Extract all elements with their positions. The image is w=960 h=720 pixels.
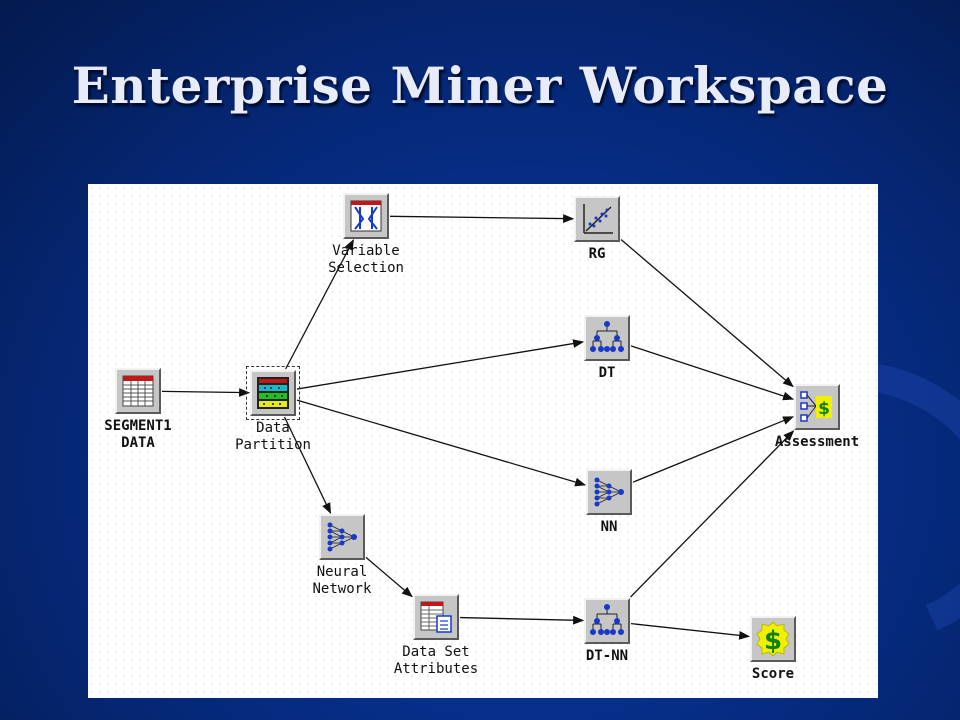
connection-dt-nn-to-assessment[interactable]: [630, 430, 795, 598]
node-dt-nn[interactable]: DT-NN: [584, 598, 630, 664]
score-icon: $: [750, 616, 796, 662]
connection-neural-network-to-data-set-attributes[interactable]: [365, 556, 413, 598]
node-rg[interactable]: RG: [574, 196, 620, 262]
node-label: DT: [598, 365, 616, 381]
svg-text:$: $: [818, 399, 830, 419]
node-dt[interactable]: DT: [584, 315, 630, 381]
connection-layer: [161, 214, 795, 640]
node-label: RG: [588, 246, 606, 262]
connection-segment1-data-to-data-partition[interactable]: [161, 388, 251, 397]
node-label: Data Set Attributes: [393, 644, 479, 677]
decision-tree-icon: [584, 598, 630, 644]
decision-tree-icon: [584, 315, 630, 361]
connection-variable-selection-to-rg[interactable]: [389, 214, 575, 223]
node-label: DT-NN: [585, 648, 629, 664]
svg-text:$: $: [764, 626, 782, 656]
neural-network-icon: [319, 514, 365, 560]
connection-dt-to-assessment[interactable]: [630, 345, 795, 401]
connection-nn-to-assessment[interactable]: [632, 416, 795, 483]
node-assessment[interactable]: $ Assessment: [775, 384, 859, 450]
connection-data-partition-to-neural-network[interactable]: [283, 416, 332, 514]
diagram-workspace[interactable]: SEGMENT1 DATA Data Partition: [88, 184, 878, 698]
node-segment1-data[interactable]: SEGMENT1 DATA: [104, 368, 172, 451]
connection-rg-to-assessment[interactable]: [620, 239, 794, 388]
variable-selection-icon: [343, 193, 389, 239]
node-score[interactable]: $ Score: [750, 616, 796, 682]
neural-network-icon: [586, 469, 632, 515]
connection-data-partition-to-nn[interactable]: [296, 399, 587, 487]
data-set-attributes-icon: [413, 594, 459, 640]
connection-data-partition-to-variable-selection[interactable]: [285, 239, 354, 370]
node-neural-network[interactable]: Neural Network: [312, 514, 372, 597]
node-label: Neural Network: [312, 564, 372, 597]
node-label: Variable Selection: [328, 243, 404, 276]
node-nn[interactable]: NN: [586, 469, 632, 535]
node-variable-selection[interactable]: Variable Selection: [328, 193, 404, 276]
assessment-icon: $: [794, 384, 840, 430]
slide-title: Enterprise Miner Workspace: [71, 56, 889, 115]
connection-data-partition-to-dt[interactable]: [296, 339, 585, 390]
node-label: Data Partition: [235, 420, 311, 453]
connection-dt-nn-to-score[interactable]: [630, 622, 751, 640]
node-label: SEGMENT1 DATA: [104, 418, 172, 451]
node-label: Score: [751, 666, 795, 682]
regression-icon: [574, 196, 620, 242]
node-data-partition[interactable]: Data Partition: [235, 366, 311, 453]
node-data-set-attributes[interactable]: Data Set Attributes: [394, 594, 478, 677]
connection-data-set-attributes-to-dt-nn[interactable]: [459, 615, 585, 625]
node-label: NN: [600, 519, 618, 535]
node-label: Assessment: [774, 434, 860, 450]
data-table-icon: [115, 368, 161, 414]
data-partition-icon: [250, 370, 296, 416]
